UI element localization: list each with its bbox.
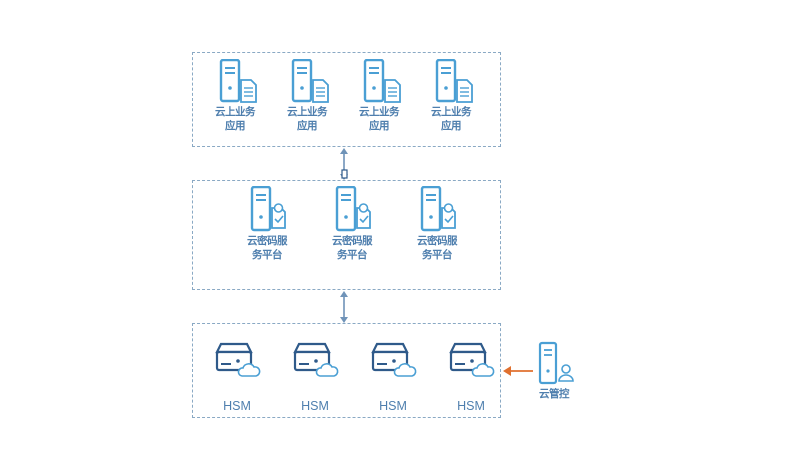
hsm-node-1: HSM <box>197 340 277 414</box>
management-arrow <box>503 366 533 376</box>
platform-label-line1: 云密码服 <box>417 235 458 247</box>
platform-layer-group <box>192 180 501 290</box>
platform-node-2: 云密码服 务平台 <box>312 186 392 262</box>
connector-apps-platform <box>340 148 348 180</box>
platform-label-line2: 务平台 <box>337 249 368 261</box>
server-certificate-icon <box>250 186 286 232</box>
server-certificate-icon <box>420 186 456 232</box>
app-label-line2: 应用 <box>369 120 390 132</box>
hsm-label: HSM <box>223 399 251 413</box>
app-label-line1: 云上业务 <box>287 106 328 118</box>
hsm-node-2: HSM <box>275 340 355 414</box>
app-layer-group <box>192 52 501 147</box>
platform-label-line1: 云密码服 <box>247 235 288 247</box>
app-label-line1: 云上业务 <box>359 106 400 118</box>
app-label-line2: 应用 <box>297 120 318 132</box>
server-document-icon <box>435 59 473 103</box>
app-node-1: 云上业务 应用 <box>195 59 275 133</box>
management-label: 云管控 <box>539 388 570 400</box>
hsm-layer-group <box>192 323 501 418</box>
app-label-line1: 云上业务 <box>215 106 256 118</box>
server-document-icon <box>363 59 401 103</box>
connector-platform-hsm <box>340 291 348 323</box>
app-node-2: 云上业务 应用 <box>267 59 347 133</box>
management-node: 云管控 <box>515 339 595 401</box>
hsm-node-3: HSM <box>353 340 433 414</box>
app-node-3: 云上业务 应用 <box>339 59 419 133</box>
platform-node-3: 云密码服 务平台 <box>397 186 477 262</box>
platform-label-line2: 务平台 <box>422 249 453 261</box>
server-certificate-icon <box>335 186 371 232</box>
hsm-label: HSM <box>301 399 329 413</box>
app-label-line1: 云上业务 <box>431 106 472 118</box>
hsm-device-icon <box>293 342 339 377</box>
hsm-device-icon <box>449 342 495 377</box>
server-user-icon <box>538 341 574 385</box>
server-document-icon <box>219 59 257 103</box>
server-document-icon <box>291 59 329 103</box>
platform-label-line1: 云密码服 <box>332 235 373 247</box>
platform-label-line2: 务平台 <box>252 249 283 261</box>
hsm-label: HSM <box>457 399 485 413</box>
hsm-device-icon <box>371 342 417 377</box>
hsm-label: HSM <box>379 399 407 413</box>
app-label-line2: 应用 <box>225 120 246 132</box>
hsm-device-icon <box>215 342 261 377</box>
hsm-node-4: HSM <box>431 340 511 414</box>
platform-node-1: 云密码服 务平台 <box>227 186 307 262</box>
app-label-line2: 应用 <box>441 120 462 132</box>
app-node-4: 云上业务 应用 <box>411 59 491 133</box>
